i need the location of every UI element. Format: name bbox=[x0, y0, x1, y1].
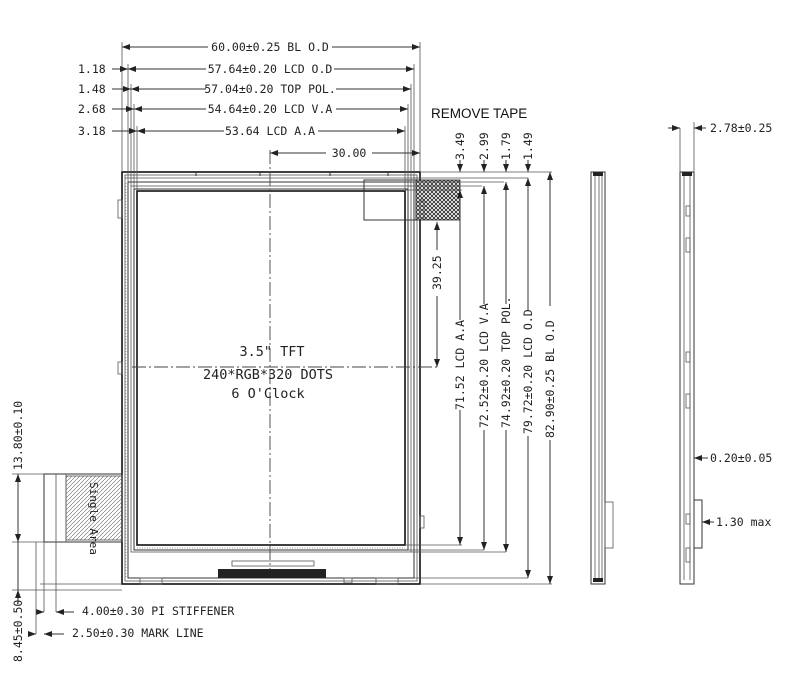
dim-278: 2.78±0.25 bbox=[710, 121, 772, 135]
panel-view-direction: 6 O'Clock bbox=[231, 386, 304, 402]
top-dimensions: 60.00±0.25 BL O.D 1.18 57.64±0.20 LCD O.… bbox=[78, 40, 527, 191]
dim-349: 3.49 bbox=[453, 132, 467, 160]
panel-size: 3.5" TFT bbox=[239, 344, 304, 360]
dim-845: 8.45±0.50 bbox=[11, 600, 25, 662]
active-area bbox=[136, 190, 406, 546]
remove-tape-label: REMOVE TAPE bbox=[431, 106, 527, 121]
dim-1380: 13.80±0.10 bbox=[11, 401, 25, 470]
dim-left-318: 3.18 bbox=[78, 124, 106, 138]
dim-179: 1.79 bbox=[499, 132, 513, 160]
dim-stiffener: 4.00±0.30 PI STIFFENER bbox=[82, 604, 234, 618]
dim-30: 30.00 bbox=[332, 146, 367, 160]
panel-resolution: 240*RGB*320 DOTS bbox=[203, 367, 333, 383]
dim-top-pol: 57.04±0.20 TOP POL. bbox=[204, 82, 336, 96]
dim-lcd-aa: 53.64 LCD A.A bbox=[225, 124, 315, 138]
dim-r-top-pol: 74.92±0.20 TOP POL. bbox=[499, 296, 513, 428]
dim-3925: 39.25 bbox=[430, 255, 444, 290]
dim-r-lcd-od: 79.72±0.20 LCD O.D bbox=[521, 309, 535, 434]
dim-020: 0.20±0.05 bbox=[710, 451, 772, 465]
top-polarizer bbox=[130, 185, 412, 553]
backlight-outline bbox=[121, 171, 421, 585]
dim-149: 1.49 bbox=[521, 132, 535, 160]
panel-text: 3.5" TFT 240*RGB*320 DOTS 6 O'Clock bbox=[203, 344, 333, 402]
dim-mark-line: 2.50±0.30 MARK LINE bbox=[72, 626, 204, 640]
dim-r-lcd-aa: 71.52 LCD A.A bbox=[453, 320, 467, 410]
side-view-1 bbox=[590, 171, 614, 585]
dim-left-268: 2.68 bbox=[78, 102, 106, 116]
dim-r-lcd-va: 72.52±0.20 LCD V.A bbox=[477, 303, 491, 428]
dim-3925-group: 39.25 bbox=[430, 222, 444, 367]
fpc-tail: Single Area 13.80±0.10 8.45±0.50 4.00±0.… bbox=[11, 401, 234, 662]
right-dimensions: 71.52 LCD A.A 72.52±0.20 LCD V.A 74.92±0… bbox=[405, 172, 557, 585]
fpc-label: Single Area bbox=[87, 482, 100, 555]
viewing-area bbox=[133, 188, 409, 551]
small-vertical-dims: 3.49 2.99 1.79 1.49 bbox=[405, 132, 552, 191]
dim-lcd-va: 54.64±0.20 LCD V.A bbox=[208, 102, 333, 116]
fpc-hatch bbox=[65, 475, 123, 541]
dim-left-148: 1.48 bbox=[78, 82, 106, 96]
dim-r-bl-od: 82.90±0.25 BL O.D bbox=[543, 320, 557, 438]
dim-bl-od: 60.00±0.25 BL O.D bbox=[211, 40, 329, 54]
side-view-2: 2.78±0.25 0.20±0.05 1.30 max bbox=[668, 121, 772, 585]
dim-left-118: 1.18 bbox=[78, 62, 106, 76]
dim-299: 2.99 bbox=[477, 132, 491, 160]
dim-130: 1.30 max bbox=[716, 515, 771, 529]
front-view bbox=[117, 150, 461, 585]
driver-ic bbox=[218, 569, 326, 578]
dim-lcd-od: 57.64±0.20 LCD O.D bbox=[208, 62, 333, 76]
